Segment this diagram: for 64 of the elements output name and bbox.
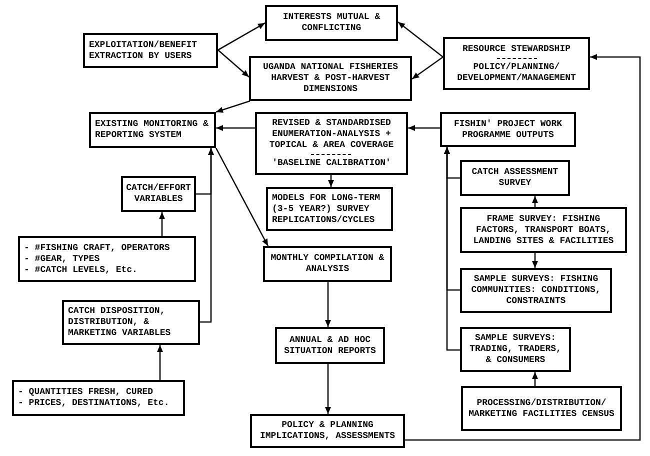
box-label: MONTHLY COMPILATION & ANALYSIS: [270, 253, 386, 275]
box-label: MODELS FOR LONG-TERM (3-5 YEAR?) SURVEY REPLICATIONS/CYCLES: [272, 192, 382, 226]
box-label: POLICY/PLANNING/ DEVELOPMENT/MANAGEMENT: [456, 62, 577, 84]
arrow: [218, 22, 266, 51]
process-box: [265, 5, 398, 41]
process-box: [18, 236, 196, 282]
arrow: [216, 125, 255, 131]
process-box: [275, 327, 385, 364]
box-label: EXPLOITATION/BENEFIT EXTRACTION BY USERS: [89, 40, 198, 62]
arrow: [215, 148, 269, 246]
arrow: [532, 196, 538, 207]
process-box: [266, 187, 393, 231]
arrow: [532, 372, 538, 386]
box-label: CATCH/EFFORT VARIABLES: [126, 183, 191, 205]
box-label: - #FISHING CRAFT, OPERATORS: [24, 242, 170, 254]
box-label: CATCH ASSESSMENT SURVEY: [470, 167, 560, 189]
arrow: [218, 50, 250, 78]
process-box: [440, 112, 576, 147]
process-box: [89, 112, 216, 148]
box-label: - PRICES, DESTINATIONS, Etc.: [18, 398, 170, 409]
process-box: [443, 37, 590, 90]
box-label: - #CATCH LEVELS, Etc.: [24, 264, 138, 276]
arrow: [328, 175, 334, 187]
arrow: [444, 147, 460, 351]
box-label: POLICY & PLANNING IMPLICATIONS, ASSESSMENTS: [258, 420, 396, 442]
box-label: PROCESSING/DISTRIBUTION/ MARKETING FACILITIES CENSUS: [468, 398, 616, 420]
arrow: [159, 212, 165, 236]
box-label: SAMPLE SURVEYS: FISHING COMMUNITIES: CONDITIONS, CONSTRAINTS: [470, 274, 602, 307]
arrow: [325, 282, 331, 327]
process-box: [460, 207, 627, 253]
box-label: REVISED & STANDARDISED ENUMERATION-ANALYSIS + TOPICAL & AREA COVERAGE: [268, 118, 395, 151]
process-box: [460, 160, 570, 196]
arrow: [405, 54, 641, 441]
arrow: [408, 125, 440, 131]
box-label: CATCH DISPOSITION, DISTRIBUTION, & MARKETING VARIABLES: [68, 306, 172, 339]
process-box: [460, 327, 571, 372]
arrow: [398, 21, 444, 58]
process-box: [263, 246, 392, 282]
box-label: - #GEAR, TYPES: [24, 254, 100, 264]
box-label: RESOURCE STEWARDSHIP: [462, 44, 571, 54]
process-box: [83, 33, 218, 68]
box-label: UGANDA NATIONAL FISHERIES HARVEST & POST-HARVEST DIMENSIONS: [262, 62, 400, 95]
process-box: [250, 414, 405, 448]
box-label: FISHIN' PROJECT WORK PROGRAMME OUTPUTS: [452, 118, 564, 140]
arrow: [216, 100, 250, 113]
process-box: [461, 386, 622, 431]
box-label: EXISTING MONITORING & REPORTING SYSTEM: [95, 119, 210, 141]
process-box: [255, 112, 408, 175]
process-box: [121, 176, 196, 212]
box-label: INTERESTS MUTUAL & CONFLICTING: [282, 12, 382, 34]
arrow: [412, 56, 444, 80]
box-label: - QUANTITIES FRESH, CURED: [18, 387, 154, 398]
box-label: ANNUAL & AD HOC SITUATION REPORTS: [283, 334, 377, 356]
box-label: SAMPLE SURVEYS: TRADING, TRADERS, & CONSUMERS: [468, 333, 562, 366]
process-box: [62, 300, 200, 345]
arrow: [325, 364, 331, 414]
box-label: FRAME SURVEY: FISHING FACTORS, TRANSPORT BOATS, LANDING SITES & FACILITIES: [472, 214, 615, 246]
arrow: [200, 148, 214, 323]
process-box: [249, 56, 412, 101]
arrow: [157, 345, 163, 380]
box-label: 'BASELINE CALIBRATION': [272, 158, 391, 169]
arrow: [532, 253, 538, 268]
process-box: [12, 380, 185, 416]
process-box: [460, 268, 612, 313]
